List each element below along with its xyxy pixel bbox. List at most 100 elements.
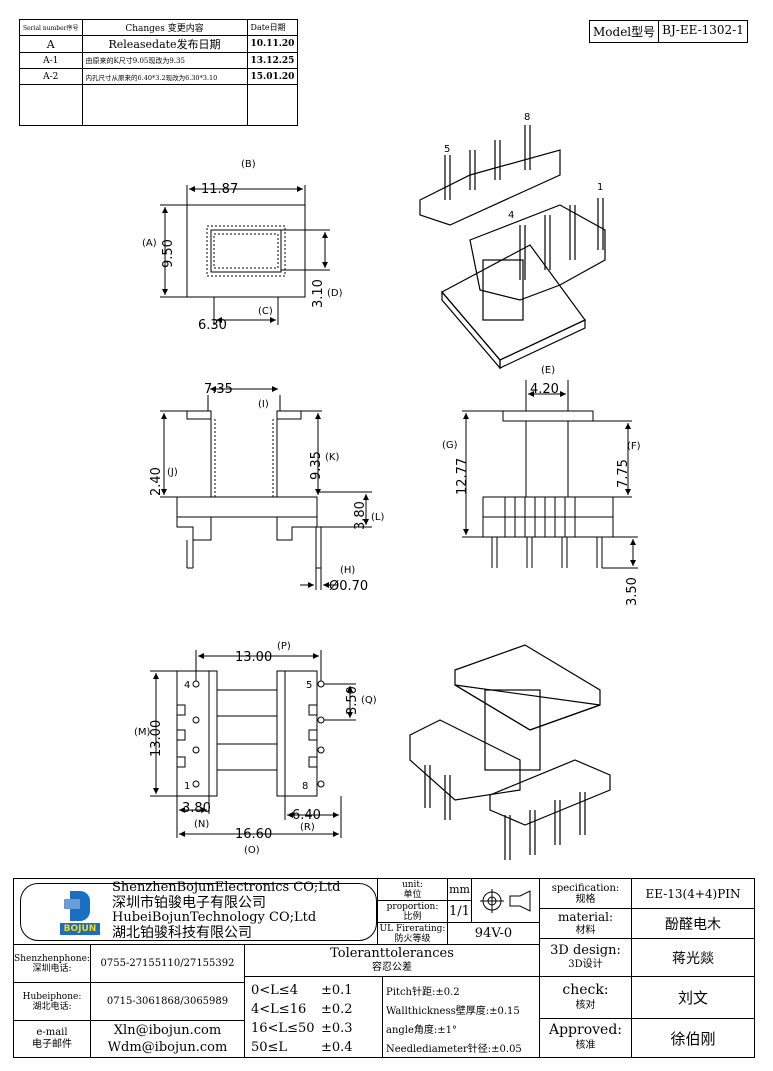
dim-c: 6.30 xyxy=(198,318,227,333)
ul-label-cn: 防火等级 xyxy=(394,933,431,944)
model-box: Model型号 BJ-EE-1302-1 xyxy=(589,20,748,43)
bottom-view xyxy=(150,650,356,838)
angle-note: angle角度:±1° xyxy=(386,1025,458,1036)
check-label-cn: 核对 xyxy=(575,999,596,1011)
email-1[interactable]: Xln@ibojun.com xyxy=(113,1023,222,1038)
sz-phone: 0755-27155110/27155392 xyxy=(91,945,245,983)
dim-l: 3.80 xyxy=(353,501,368,530)
tol-title-cn: 容忍公差 xyxy=(372,961,412,973)
email-2[interactable]: Wdm@ibojun.com xyxy=(107,1040,228,1055)
approved-label-en: Approved: xyxy=(548,1022,623,1038)
front-view xyxy=(160,386,372,590)
pitch-note: Pitch针距:±0.2 xyxy=(386,987,460,998)
bojun-logo: BOJUN xyxy=(60,889,100,939)
iso-view-bottom xyxy=(409,644,611,860)
label-r: (R) xyxy=(300,822,315,833)
label-f: (F) xyxy=(627,441,641,452)
tol-value: ±0.1 xyxy=(321,983,353,998)
pin-label-8-bottom: 8 xyxy=(302,781,308,792)
tol-title-en: Toleranttolerances xyxy=(330,945,454,961)
rev-change: Releasedate发布日期 xyxy=(81,35,248,53)
hb-phone-label-cn: 湖北电话: xyxy=(32,1001,72,1012)
approved-label-cn: 核准 xyxy=(575,1040,596,1051)
label-e: (E) xyxy=(541,365,555,376)
pin-label-5-bottom: 5 xyxy=(306,680,312,691)
pin-label-8: 8 xyxy=(524,112,530,123)
projection-symbol xyxy=(472,879,540,923)
label-j: (J) xyxy=(167,467,178,478)
dim-k: 9.35 xyxy=(309,451,324,480)
dim-d: 3.10 xyxy=(311,279,326,308)
unit-value: mm xyxy=(448,879,472,901)
design-value: 蒋光燚 xyxy=(632,939,754,977)
label-b: (B) xyxy=(241,159,256,170)
material-value: 酚醛电木 xyxy=(632,909,754,939)
approved-value: 徐伯刚 xyxy=(670,1029,716,1048)
tol-range: 4<L≤16 xyxy=(251,1002,307,1017)
label-p: (P) xyxy=(277,641,291,652)
sz-phone-label-cn: 深圳电话: xyxy=(32,963,72,974)
proportion-label-en: proportion: xyxy=(386,901,439,912)
dim-r: 6.40 xyxy=(292,808,321,823)
iso-view-top xyxy=(419,125,606,370)
spec-label-en: specification: xyxy=(551,882,620,894)
model-value: BJ-EE-1302-1 xyxy=(662,23,744,37)
dim-p: 13.00 xyxy=(235,650,272,665)
pin-label-1-bottom: 1 xyxy=(184,781,190,792)
ul-value: 94V-0 xyxy=(448,923,540,945)
dim-j: 2.40 xyxy=(149,467,164,496)
dim-e: 4.20 xyxy=(530,382,559,397)
needle-note: Needlediameter针径:±0.05 xyxy=(386,1044,522,1055)
hb-phone: 0715-3061868/3065989 xyxy=(91,983,245,1021)
tol-range: 50≤L xyxy=(251,1040,288,1055)
label-c: (C) xyxy=(258,306,273,317)
label-k: (K) xyxy=(325,452,339,463)
tolerance-notes: Pitch针距:±0.2 Wallthickness壁厚度:±0.15 angl… xyxy=(383,977,540,1057)
email-label-en: e-mail xyxy=(36,1027,68,1038)
dim-q: 3.50 xyxy=(345,686,360,715)
sz-phone-label-en: Shenzhenphone: xyxy=(14,953,90,964)
dim-o: 16.60 xyxy=(235,827,272,842)
design-label-cn: 3D设计 xyxy=(568,958,603,970)
spec-value: EE-13(4+4)PIN xyxy=(632,879,754,909)
proportion-value: 1/1 xyxy=(448,901,472,923)
label-q: (Q) xyxy=(361,695,377,706)
projection-icon xyxy=(480,889,531,913)
company-en-1: ShenzhenBojunElectronics CO;Ltd xyxy=(112,880,341,895)
logo-text: BOJUN xyxy=(60,923,100,935)
dim-m: 13.00 xyxy=(149,720,164,757)
check-value: 刘文 xyxy=(632,977,754,1019)
dim-pin-length: 3.50 xyxy=(625,577,640,606)
tol-value: ±0.2 xyxy=(321,1002,353,1017)
label-n: (N) xyxy=(194,819,209,830)
company-area: BOJUN ShenzhenBojunElectronics CO;Ltd 深圳… xyxy=(14,879,378,945)
company-cn-2: 湖北铂骏科技有限公司 xyxy=(112,925,252,941)
revision-table: Serial number序号 Changes 变更内容 Date日期 A Re… xyxy=(19,19,299,126)
tol-value: ±0.3 xyxy=(321,1021,353,1036)
design-label-en: 3D design: xyxy=(550,942,621,958)
tol-range: 16<L≤50 xyxy=(251,1021,315,1036)
pin-label-5: 5 xyxy=(444,144,450,155)
tolerance-list: 0<L≤4 4<L≤16 16<L≤50 50≤L ±0.1 ±0.2 ±0.3… xyxy=(245,977,383,1057)
label-g: (G) xyxy=(442,440,458,451)
label-i: (I) xyxy=(258,399,269,410)
label-h: (H) xyxy=(340,565,355,576)
company-en-2: HubeiBojunTechnology CO;Ltd xyxy=(112,910,317,925)
dim-i: 7.35 xyxy=(204,382,233,397)
dim-h: Ø0.70 xyxy=(329,579,368,594)
ul-label-en: UL Firerating: xyxy=(379,923,446,934)
model-label: Model型号 xyxy=(590,21,660,42)
tol-value: ±0.4 xyxy=(321,1040,353,1055)
unit-label-cn: 单位 xyxy=(403,889,422,900)
pin-label-1: 1 xyxy=(597,182,603,193)
pin-label-4: 4 xyxy=(508,210,514,221)
material-label-cn: 材料 xyxy=(575,924,596,936)
dim-a: 9.50 xyxy=(161,239,176,268)
spec-label-cn: 规格 xyxy=(575,893,596,905)
pin-label-4-bottom: 4 xyxy=(184,680,190,691)
email-label-cn: 电子邮件 xyxy=(32,1039,72,1050)
hb-phone-label-en: Hubeiphone: xyxy=(22,991,82,1002)
top-view xyxy=(160,185,330,325)
label-a: (A) xyxy=(142,238,157,249)
